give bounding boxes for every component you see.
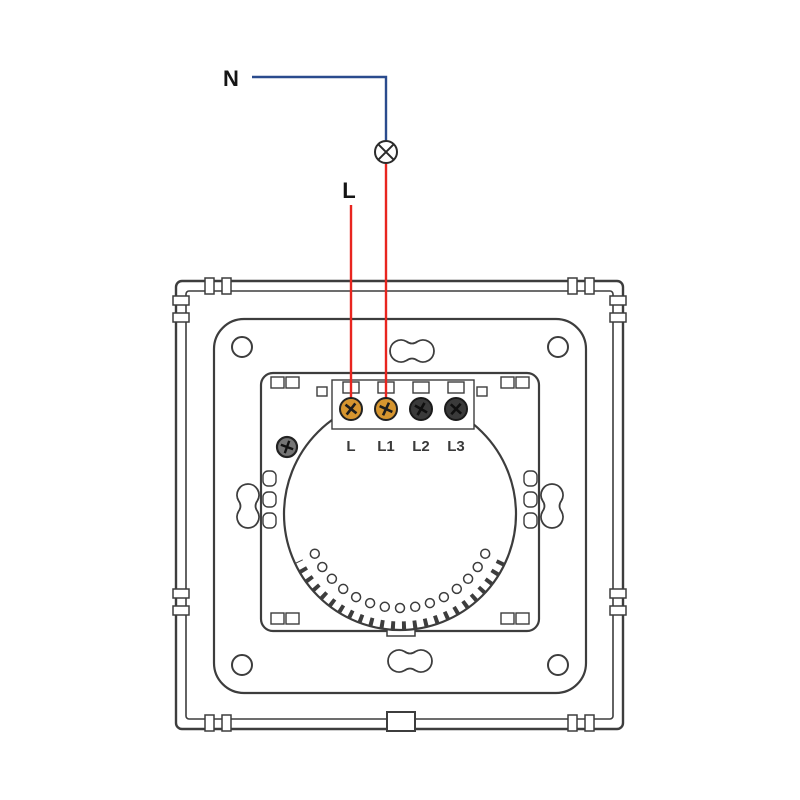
terminal-latch (316, 386, 328, 397)
frame-notch (609, 605, 627, 616)
dial-hole (350, 591, 362, 603)
screw-cross-icon (344, 402, 358, 416)
frame-notch (609, 295, 627, 306)
corner-screw-hole (231, 336, 253, 358)
dial-hole (326, 573, 338, 585)
corner-screw-hole (231, 654, 253, 676)
dial-hole (472, 561, 483, 573)
frame-notch (567, 277, 578, 295)
screw-cross-icon (414, 402, 428, 416)
frame-notches (172, 277, 627, 732)
frame-notch (609, 588, 627, 599)
terminal-tab (447, 381, 465, 394)
frame-notch (567, 714, 578, 732)
dial-hole (462, 573, 474, 585)
lamp-cross (377, 143, 395, 161)
frame-notch (204, 714, 215, 732)
fixing-screw (275, 435, 299, 459)
dial-hole (479, 548, 491, 559)
side-rib (262, 512, 277, 529)
frame-notch (204, 277, 215, 295)
corner-tab (285, 376, 300, 389)
frame-notch (609, 312, 627, 323)
frame-notch (584, 277, 595, 295)
terminal-label-l1: L1 (377, 438, 395, 455)
terminal-latch (476, 386, 488, 397)
dial-hole (438, 591, 450, 603)
corner-screw-hole (547, 654, 569, 676)
screw-cross-icon (379, 402, 393, 416)
dial-hole (424, 597, 436, 609)
wires (252, 75, 388, 404)
dial-teeth (294, 559, 506, 631)
dial-hole (309, 548, 321, 559)
side-rib (262, 470, 277, 487)
terminal-screws (339, 397, 468, 421)
module-dial (282, 396, 518, 632)
frame-notch (584, 714, 595, 732)
switch-body (172, 277, 627, 732)
corner-tab (270, 376, 285, 389)
frame-notch (172, 295, 190, 306)
terminal-screw-l1 (374, 397, 398, 421)
terminal-screw-l3 (444, 397, 468, 421)
terminal-label-l: L (346, 438, 355, 455)
frame-notch (172, 312, 190, 323)
dial-hole (379, 601, 391, 613)
terminal-label-l2: L2 (412, 438, 430, 455)
frame-notch (221, 714, 232, 732)
corner-screw-hole (547, 336, 569, 358)
terminal-screw-l (339, 397, 363, 421)
mounting-plate (212, 317, 588, 695)
screw-cross-icon (280, 440, 294, 454)
side-rib (523, 512, 538, 529)
frame-notch (172, 588, 190, 599)
dial-holes (309, 548, 491, 614)
corner-tab (515, 612, 530, 625)
corner-tab (500, 612, 515, 625)
dial-hole (317, 561, 328, 573)
terminal-labels: L L1 L2 L3 (346, 438, 464, 455)
corner-screw-holes (231, 336, 569, 676)
neutral-wire (252, 75, 388, 141)
screw-cross-icon (449, 402, 463, 416)
terminal-tab (412, 381, 430, 394)
terminal-screw-l2 (409, 397, 433, 421)
dial-hole (409, 601, 421, 613)
neutral-label: N (223, 66, 239, 91)
dial-hole (364, 597, 376, 609)
switch-module (259, 371, 541, 637)
module-corner-tabs (270, 376, 530, 625)
lamp-icon (374, 140, 398, 164)
frame-notch (172, 605, 190, 616)
dial-hole (394, 602, 406, 614)
frame-notch (221, 277, 232, 295)
module-side-ribs (262, 470, 538, 529)
side-rib (262, 491, 277, 508)
corner-tab (285, 612, 300, 625)
corner-tab (515, 376, 530, 389)
corner-tab (270, 612, 285, 625)
dial-hole (337, 583, 349, 595)
side-rib (523, 491, 538, 508)
frame-bottom-tab (386, 711, 416, 732)
terminal-label-l3: L3 (447, 438, 465, 455)
live-label: L (342, 178, 355, 203)
corner-tab (500, 376, 515, 389)
dial-hole (451, 583, 463, 595)
side-rib (523, 470, 538, 487)
